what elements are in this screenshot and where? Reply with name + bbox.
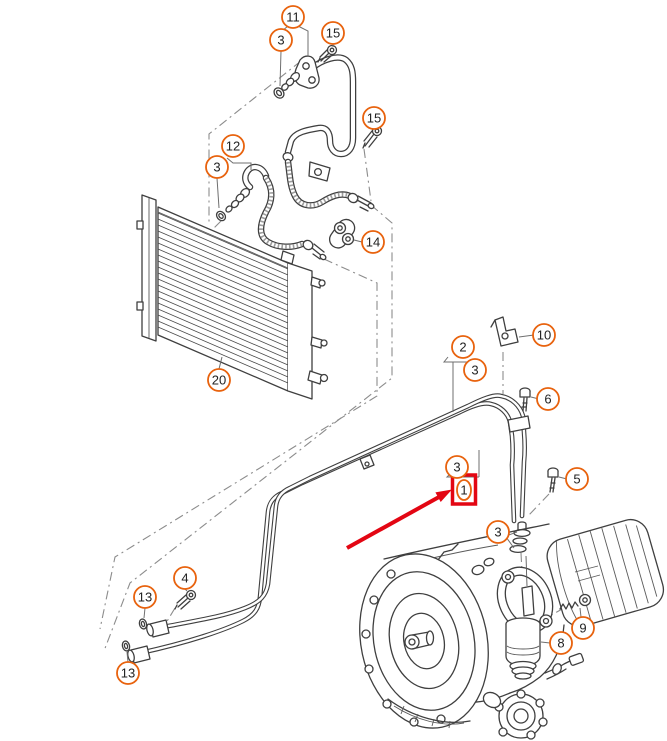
pipe-end-fittings xyxy=(121,588,197,664)
o-ring-top xyxy=(273,87,285,99)
highlight-annotation xyxy=(346,473,478,550)
svg-text:11: 11 xyxy=(286,10,300,25)
banjo-fittings xyxy=(509,521,531,554)
highlight-arrow xyxy=(346,495,440,550)
callout-15[interactable]: 15 xyxy=(362,106,386,130)
bolt-6 xyxy=(519,387,531,412)
svg-text:4: 4 xyxy=(181,571,188,586)
svg-text:8: 8 xyxy=(557,636,564,651)
leader-8 xyxy=(540,641,551,644)
vent-tube xyxy=(544,652,585,680)
leader-20 xyxy=(218,356,223,370)
callout-5[interactable]: 5 xyxy=(565,467,589,491)
upper-hose-assembly xyxy=(215,25,383,261)
svg-text:13: 13 xyxy=(121,666,135,681)
callout-6[interactable]: 6 xyxy=(536,387,560,411)
o-ring-13-lower xyxy=(121,640,131,652)
svg-text:13: 13 xyxy=(138,590,152,605)
callout-10[interactable]: 10 xyxy=(532,323,556,347)
svg-text:3: 3 xyxy=(494,525,501,540)
radiator-core-fins xyxy=(157,212,289,384)
bracket-10 xyxy=(490,316,519,347)
callout-1-highlighted[interactable]: 1 xyxy=(456,479,472,501)
callout-3[interactable]: 3 xyxy=(205,155,229,179)
screw-9 xyxy=(559,593,592,610)
highlight-arrowhead xyxy=(435,489,452,502)
screw-4 xyxy=(174,589,197,610)
clamp-14 xyxy=(328,218,356,249)
transmission xyxy=(359,518,665,740)
svg-text:10: 10 xyxy=(537,328,551,343)
svg-text:9: 9 xyxy=(579,621,586,636)
callout-15[interactable]: 15 xyxy=(321,21,345,45)
oil-cooler-pipes xyxy=(137,316,568,656)
o-ring-13-upper xyxy=(138,618,148,630)
output-flange xyxy=(482,689,548,740)
elbow-fitting-12 xyxy=(215,163,270,222)
callout-2[interactable]: 2 xyxy=(451,335,475,359)
callout-11[interactable]: 11 xyxy=(281,5,305,29)
svg-text:3: 3 xyxy=(471,363,478,378)
pipe-flange xyxy=(294,55,320,89)
svg-text:3: 3 xyxy=(277,33,284,48)
callout-8[interactable]: 8 xyxy=(549,631,573,655)
svg-text:3: 3 xyxy=(453,460,460,475)
svg-text:12: 12 xyxy=(226,139,240,154)
callout-4[interactable]: 4 xyxy=(173,566,197,590)
callout-13[interactable]: 13 xyxy=(133,585,157,609)
callout-3[interactable]: 3 xyxy=(486,520,510,544)
callout-14[interactable]: 14 xyxy=(361,230,385,254)
radiator xyxy=(136,194,329,400)
screw-15-upper xyxy=(317,44,338,63)
bolt-5 xyxy=(547,467,559,493)
svg-text:14: 14 xyxy=(366,235,380,250)
callout-12[interactable]: 12 xyxy=(221,134,245,158)
callout-20[interactable]: 20 xyxy=(207,368,231,392)
svg-text:15: 15 xyxy=(367,111,381,126)
callout-3[interactable]: 3 xyxy=(445,455,469,479)
svg-text:6: 6 xyxy=(544,392,551,407)
o-ring-12 xyxy=(215,210,227,222)
leader-9 xyxy=(579,607,582,618)
filter-flange xyxy=(496,555,554,634)
svg-text:2: 2 xyxy=(459,340,466,355)
svg-text:20: 20 xyxy=(212,373,226,388)
svg-text:15: 15 xyxy=(326,26,340,41)
callout-9[interactable]: 9 xyxy=(571,616,595,640)
callout-3[interactable]: 3 xyxy=(269,28,293,52)
svg-text:3: 3 xyxy=(213,160,220,175)
callout-3[interactable]: 3 xyxy=(463,358,487,382)
oil-filter-8 xyxy=(505,617,541,680)
pipe-clip xyxy=(507,415,531,433)
ribbed-end-cap xyxy=(546,518,665,627)
callout-13[interactable]: 13 xyxy=(116,661,140,685)
svg-text:1: 1 xyxy=(460,483,467,498)
svg-text:5: 5 xyxy=(573,472,580,487)
